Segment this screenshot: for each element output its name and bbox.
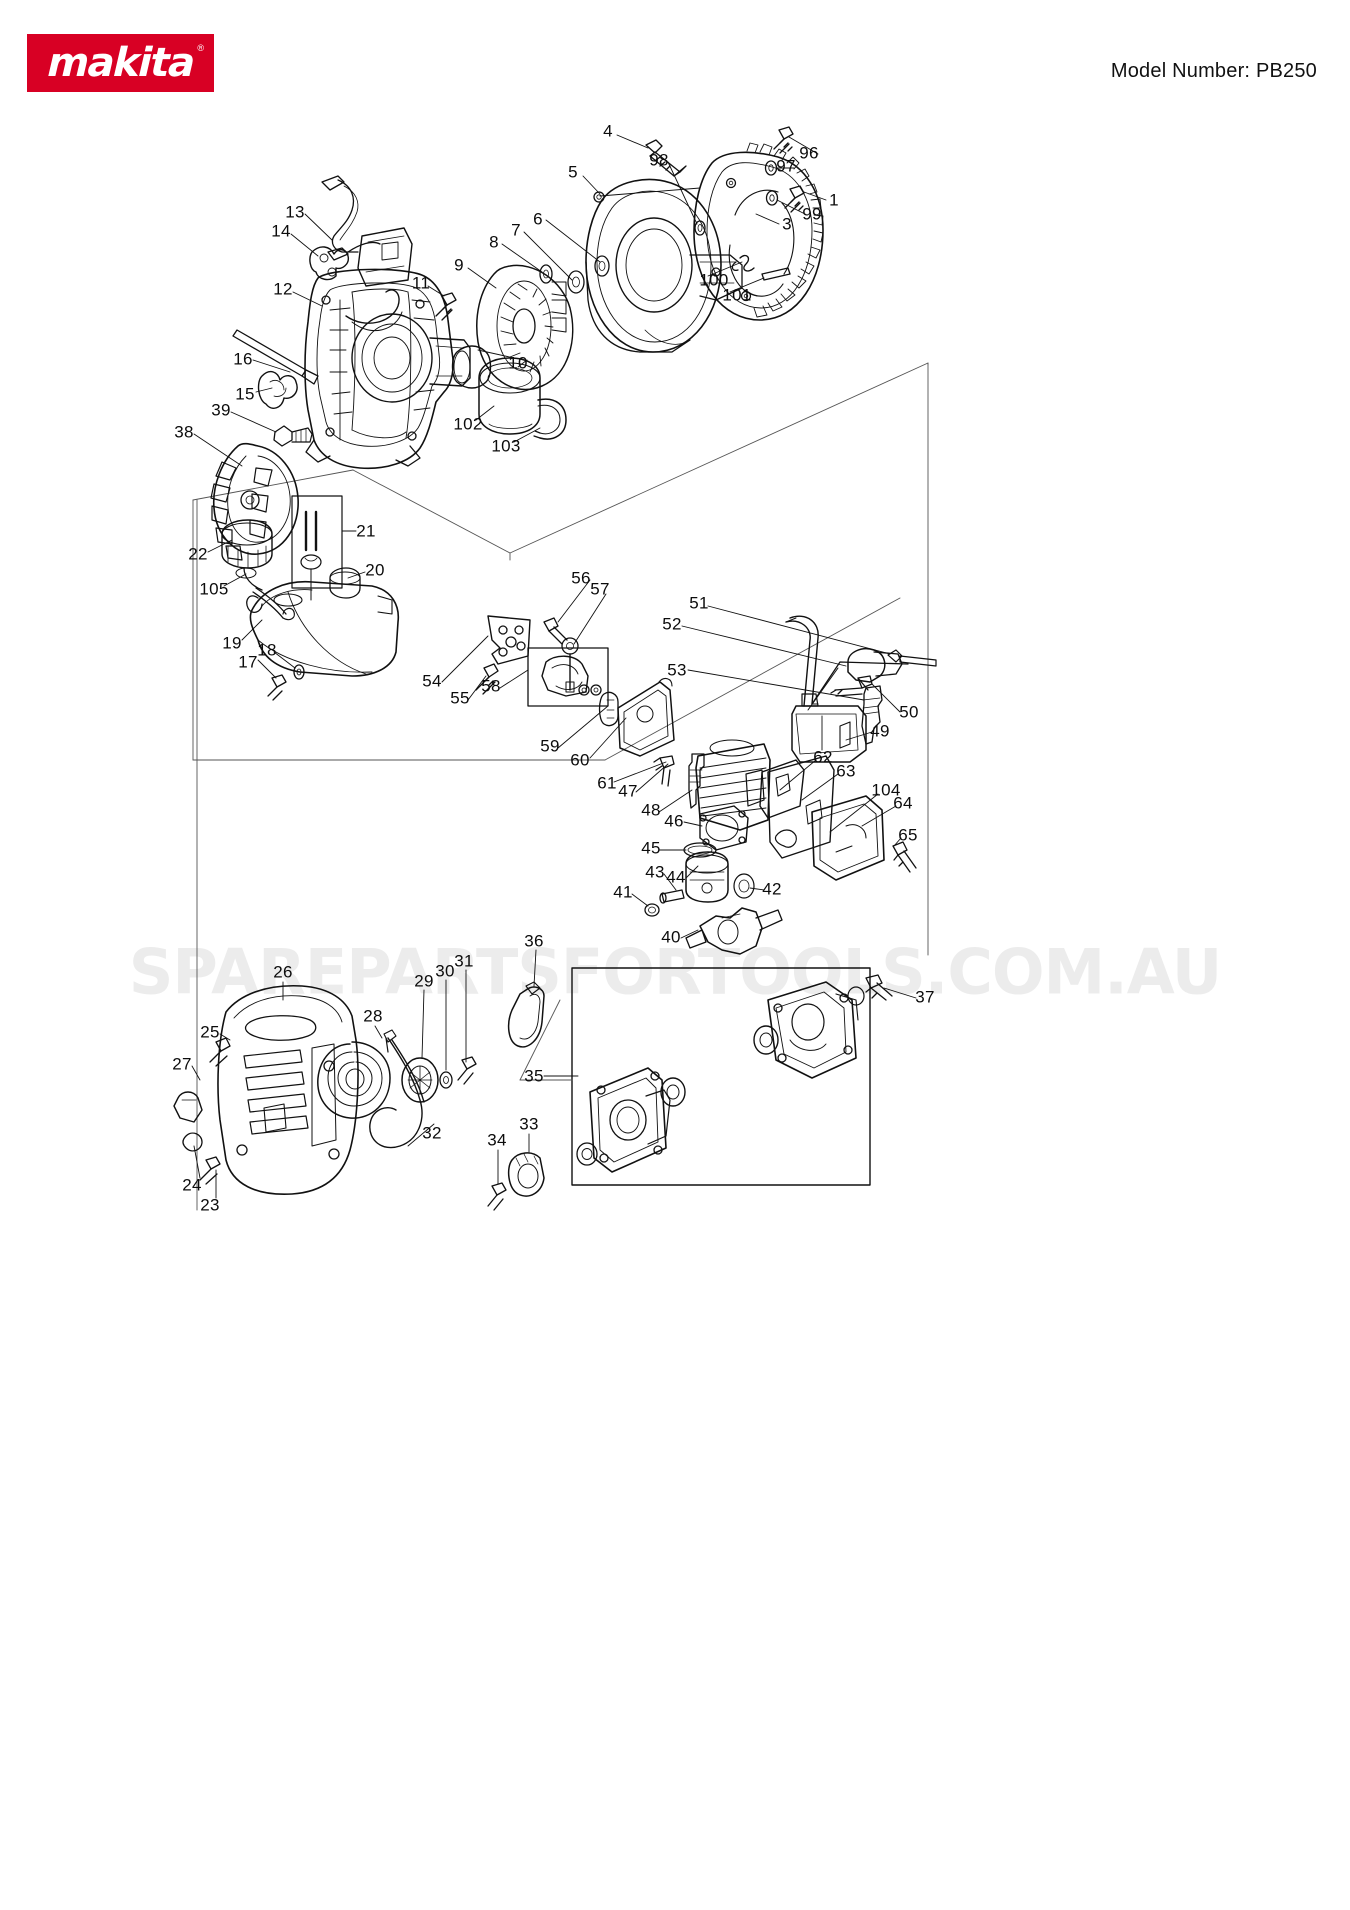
part-callout-27[interactable]: 27	[172, 1054, 192, 1074]
part-callout-26[interactable]: 26	[273, 962, 293, 982]
part-callout-23[interactable]: 23	[200, 1195, 220, 1215]
part-callout-33[interactable]: 33	[519, 1114, 539, 1134]
part-callout-46[interactable]: 46	[664, 811, 684, 831]
part-callout-64[interactable]: 64	[893, 793, 913, 813]
part-callout-24[interactable]: 24	[182, 1175, 202, 1195]
part-callout-28[interactable]: 28	[363, 1006, 383, 1026]
part-callout-38[interactable]: 38	[174, 422, 194, 442]
part-callout-8[interactable]: 8	[489, 232, 499, 252]
part-callout-65[interactable]: 65	[898, 825, 918, 845]
part-callout-103[interactable]: 103	[491, 436, 521, 456]
part-callout-4[interactable]: 4	[603, 121, 613, 141]
part-callout-11[interactable]: 11	[411, 273, 431, 293]
part-callout-49[interactable]: 49	[870, 721, 890, 741]
part-callout-39[interactable]: 39	[211, 400, 231, 420]
part-callout-54[interactable]: 54	[422, 671, 442, 691]
part-callout-9[interactable]: 9	[454, 255, 464, 275]
part-callout-99[interactable]: 99	[802, 204, 822, 224]
part-callout-98[interactable]: 98	[649, 150, 669, 170]
part-callout-20[interactable]: 20	[365, 560, 385, 580]
part-callout-22[interactable]: 22	[188, 544, 208, 564]
part-callout-7[interactable]: 7	[511, 220, 521, 240]
part-callout-16[interactable]: 16	[233, 349, 253, 369]
part-callout-63[interactable]: 63	[836, 761, 856, 781]
part-callout-59[interactable]: 59	[540, 736, 560, 756]
part-callout-1[interactable]: 1	[829, 190, 839, 210]
part-callout-61[interactable]: 61	[597, 773, 617, 793]
part-callout-37[interactable]: 37	[915, 987, 935, 1007]
part-callout-100[interactable]: 100	[699, 270, 729, 290]
part-callout-25[interactable]: 25	[200, 1022, 220, 1042]
part-callout-14[interactable]: 14	[271, 221, 291, 241]
part-callout-62[interactable]: 62	[813, 747, 833, 767]
part-callout-51[interactable]: 51	[689, 593, 709, 613]
part-callout-29[interactable]: 29	[414, 971, 434, 991]
part-callout-3[interactable]: 3	[782, 214, 792, 234]
part-callout-96[interactable]: 96	[799, 143, 819, 163]
part-callout-60[interactable]: 60	[570, 750, 590, 770]
part-callout-19[interactable]: 19	[222, 633, 242, 653]
part-callout-104[interactable]: 104	[871, 780, 901, 800]
registered-trademark-icon: ®	[197, 43, 204, 53]
part-callout-13[interactable]: 13	[285, 202, 305, 222]
part-callout-17[interactable]: 17	[238, 652, 258, 672]
part-callout-97[interactable]: 97	[776, 156, 796, 176]
part-callout-44[interactable]: 44	[666, 867, 686, 887]
part-callout-6[interactable]: 6	[533, 209, 543, 229]
part-callout-35[interactable]: 35	[524, 1066, 544, 1086]
part-callout-41[interactable]: 41	[613, 882, 633, 902]
part-callout-101[interactable]: 101	[722, 285, 752, 305]
part-callout-56[interactable]: 56	[571, 568, 591, 588]
part-callout-34[interactable]: 34	[487, 1130, 507, 1150]
part-callout-55[interactable]: 55	[450, 688, 470, 708]
part-callout-45[interactable]: 45	[641, 838, 661, 858]
part-callout-15[interactable]: 15	[235, 384, 255, 404]
part-callout-12[interactable]: 12	[273, 279, 293, 299]
part-callout-18[interactable]: 18	[257, 640, 277, 660]
part-callout-57[interactable]: 57	[590, 579, 610, 599]
part-callout-30[interactable]: 30	[435, 961, 455, 981]
part-callout-47[interactable]: 47	[618, 781, 638, 801]
part-callout-10[interactable]: 10	[508, 353, 528, 373]
part-callout-50[interactable]: 50	[899, 702, 919, 722]
part-callout-42[interactable]: 42	[762, 879, 782, 899]
makita-logo: makita ®	[27, 34, 214, 92]
part-callout-31[interactable]: 31	[454, 951, 474, 971]
part-callout-105[interactable]: 105	[199, 579, 229, 599]
part-callout-40[interactable]: 40	[661, 927, 681, 947]
part-callout-58[interactable]: 58	[481, 676, 501, 696]
model-number-label: Model Number: PB250	[1110, 60, 1317, 82]
part-callout-43[interactable]: 43	[645, 862, 665, 882]
part-callout-21[interactable]: 21	[356, 521, 376, 541]
part-callout-5[interactable]: 5	[568, 162, 578, 182]
part-callout-32[interactable]: 32	[422, 1123, 442, 1143]
part-callout-36[interactable]: 36	[524, 931, 544, 951]
part-callout-48[interactable]: 48	[641, 800, 661, 820]
part-callout-102[interactable]: 102	[453, 414, 483, 434]
part-callout-52[interactable]: 52	[662, 614, 682, 634]
part-callout-53[interactable]: 53	[667, 660, 687, 680]
